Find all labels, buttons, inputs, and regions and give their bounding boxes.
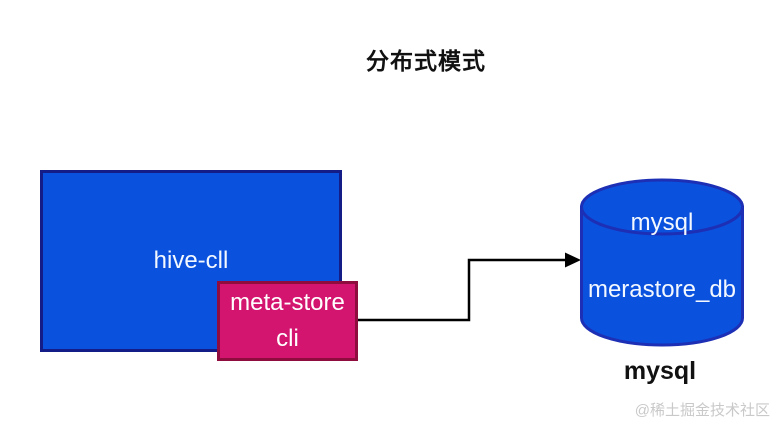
- watermark: @稀土掘金技术社区: [634, 402, 770, 419]
- mysql-database-node: mysql merastore_db: [580, 178, 744, 347]
- cylinder-body: [580, 205, 744, 347]
- meta-store-label-line1: meta-store: [230, 289, 345, 316]
- metastore-db-label: merastore_db: [588, 276, 736, 303]
- meta-store-label-line2: cli: [276, 325, 299, 352]
- mysql-caption: mysql: [623, 357, 697, 385]
- hive-cli-node: hive-cll: [40, 170, 342, 352]
- hive-cli-label: hive-cll: [153, 247, 229, 274]
- meta-store-cli-node: meta-store cli: [217, 281, 358, 361]
- cylinder-top: [580, 178, 744, 236]
- connector-line: [358, 258, 566, 322]
- diagram-title: 分布式模式: [366, 48, 486, 74]
- mysql-engine-label: mysql: [631, 209, 694, 236]
